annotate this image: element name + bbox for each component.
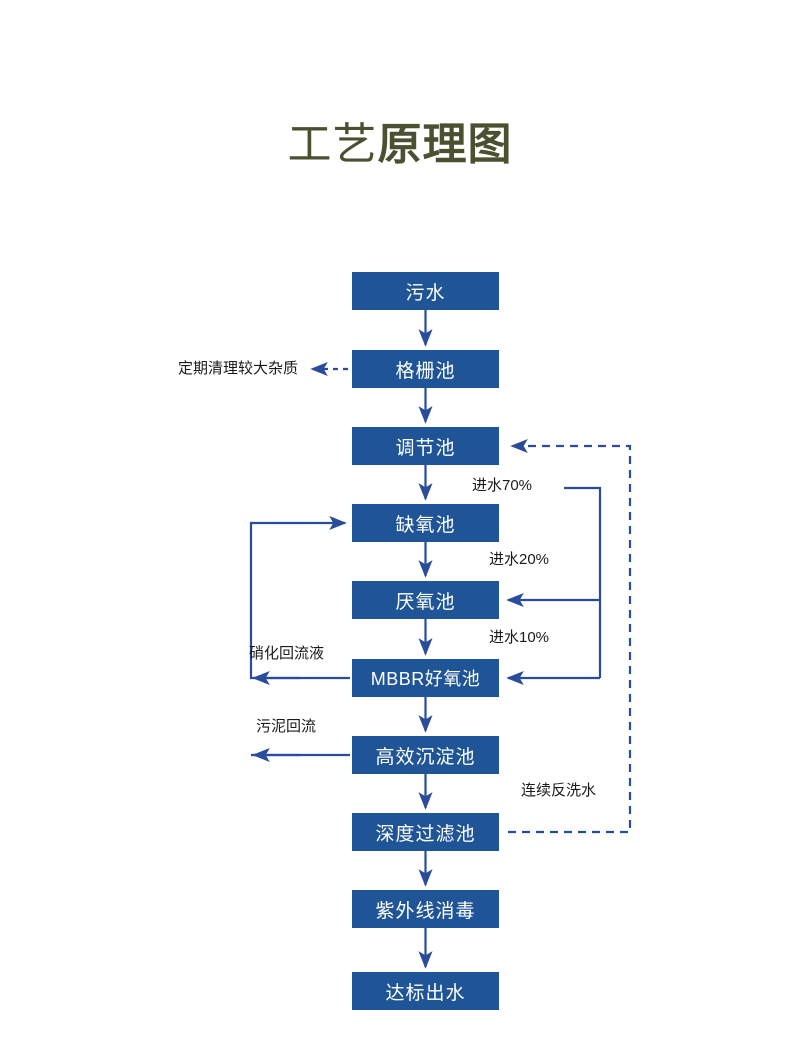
- node-uv-disinfection[interactable]: 紫外线消毒: [352, 890, 499, 928]
- node-anaerobic-tank[interactable]: 厌氧池: [352, 581, 499, 619]
- label-grit-removal: 定期清理较大杂质: [177, 360, 298, 377]
- node-compliant-effluent[interactable]: 达标出水: [352, 972, 499, 1010]
- edge-backwash-return: [508, 438, 632, 834]
- node-anoxic-tank[interactable]: 缺氧池: [352, 504, 499, 542]
- node-high-efficiency-sedimentation[interactable]: 高效沉淀池: [352, 736, 499, 774]
- page-title: 工艺原理图: [0, 114, 800, 176]
- label-influent-20: 进水20%: [489, 551, 550, 568]
- node-mbbr-aerobic-tank[interactable]: MBBR好氧池: [352, 659, 499, 697]
- node-deep-filtration[interactable]: 深度过滤池: [352, 813, 499, 851]
- label-sludge-return: 污泥回流: [256, 718, 317, 735]
- node-equalization-tank[interactable]: 调节池: [352, 427, 499, 465]
- label-backwash-return: 连续反洗水: [521, 782, 597, 799]
- label-nitrified-return: 硝化回流液: [249, 645, 325, 662]
- edge-nitrified-return: [249, 515, 350, 680]
- page-title-light: 工艺: [287, 120, 378, 169]
- node-grit-chamber[interactable]: 格栅池: [352, 350, 499, 388]
- page-title-bold: 原理图: [377, 120, 513, 169]
- label-influent-10: 进水10%: [489, 629, 550, 646]
- label-influent-70: 进水70%: [472, 477, 533, 494]
- node-wastewater[interactable]: 污水: [352, 272, 499, 310]
- edge-influent-split-trunk: [564, 486, 602, 600]
